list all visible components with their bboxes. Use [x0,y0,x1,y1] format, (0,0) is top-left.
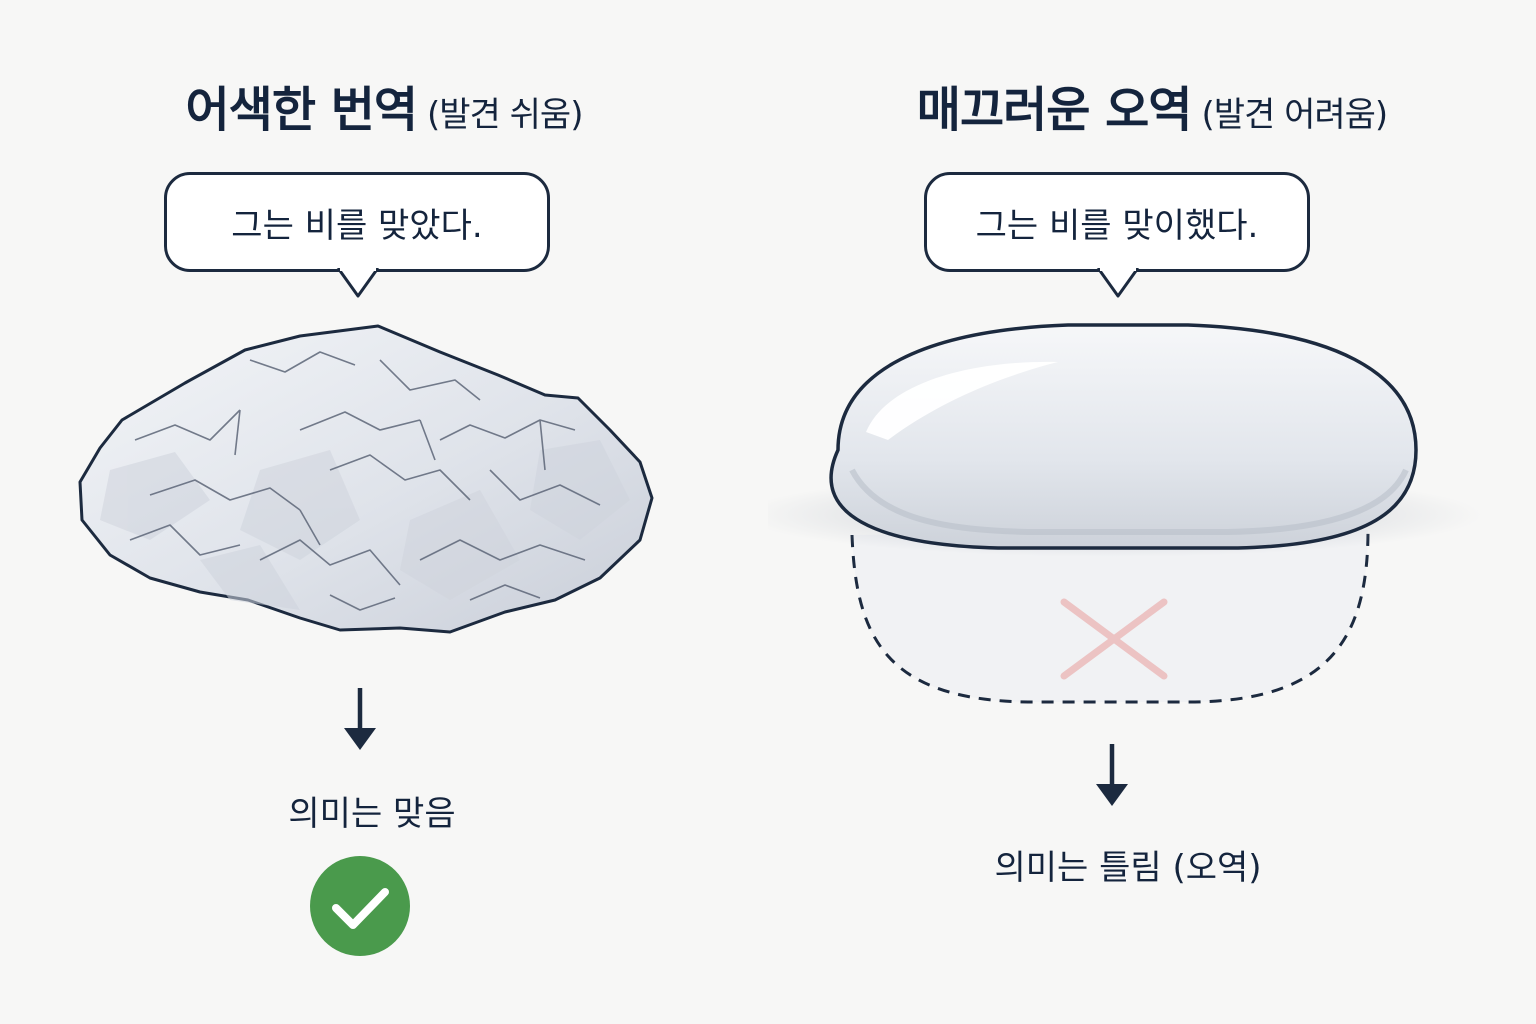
speech-bubble-tail [336,268,380,298]
speech-bubble: 그는 비를 맞이했다. [924,172,1310,272]
check-circle-icon [310,856,410,956]
meaning-label: 의미는 틀림 (오역) [994,848,1262,888]
title-main: 매끄러운 오역 [916,82,1193,138]
smooth-stone-icon [768,323,1482,704]
title-main: 어색한 번역 [185,82,419,138]
cross-icon [1060,598,1168,680]
rough-rock-icon [78,324,654,634]
panel-title: 어색한 번역(발견 쉬움) [0,70,768,140]
bubble-text: 그는 비를 맞이했다. [975,205,1259,246]
meaning-label: 의미는 맞음 [288,794,456,834]
down-arrow-icon [1096,744,1128,806]
title-note: (발견 어려움) [1201,95,1388,135]
down-arrow-icon [344,688,376,750]
smooth-mistranslation-panel: 매끄러운 오역(발견 어려움) 그는 비를 맞이했다. [768,0,1536,1024]
speech-bubble-tail [1096,268,1140,298]
bubble-text: 그는 비를 맞았다. [231,205,483,246]
panel-title: 매끄러운 오역(발견 어려움) [768,70,1536,140]
title-note: (발견 쉬움) [427,95,583,135]
awkward-translation-panel: 어색한 번역(발견 쉬움) 그는 비를 맞았다. [0,70,768,956]
